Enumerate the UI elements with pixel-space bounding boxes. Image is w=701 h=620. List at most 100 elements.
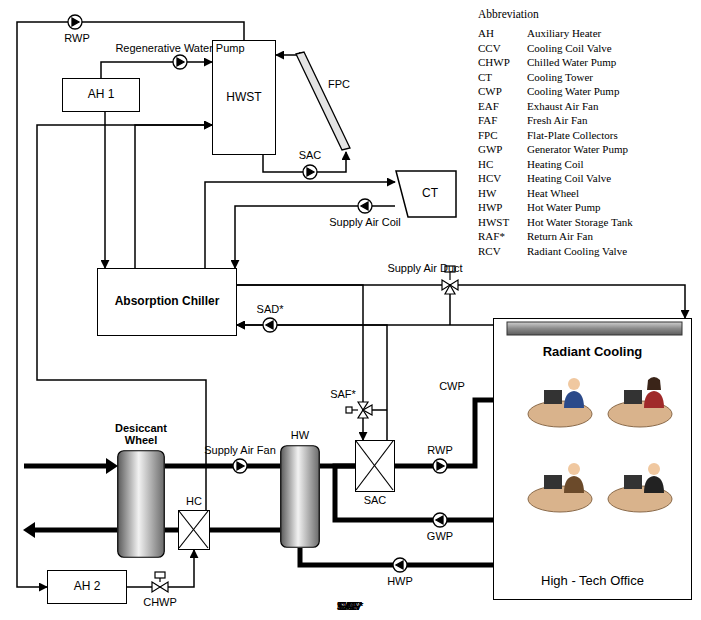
node-title: Desiccant Wheel xyxy=(106,422,176,447)
abbreviation-text: Hot Water Storage Tank xyxy=(527,216,633,229)
abbreviation-code: CHWP xyxy=(478,56,510,69)
abbreviation-text: Exhaust Air Fan xyxy=(527,100,599,113)
abbreviation-text: Heat Wheel xyxy=(527,187,579,200)
air-duct xyxy=(395,400,493,466)
wheel-body xyxy=(281,446,320,548)
air-inlet xyxy=(24,458,118,474)
fan-symbol xyxy=(433,513,447,527)
pump-symbol xyxy=(68,15,82,29)
component-label: RWP xyxy=(427,444,452,457)
air-outlet xyxy=(33,528,117,533)
node-title: HC xyxy=(186,495,202,508)
abbreviation-text: Heating Coil Valve xyxy=(527,172,611,185)
component-label: GWP xyxy=(427,530,453,543)
three-way-valve xyxy=(363,405,372,415)
tower-outline xyxy=(396,171,456,217)
node-title: HW xyxy=(291,429,309,442)
office-workers xyxy=(564,391,584,408)
office-workers xyxy=(528,463,592,512)
water-pipe xyxy=(237,285,685,318)
pump-symbol xyxy=(68,15,82,29)
node-shape xyxy=(292,52,382,152)
air-duct xyxy=(165,464,280,469)
fan-symbol xyxy=(233,459,447,572)
abbreviation-text: Cooling Water Pump xyxy=(527,85,619,98)
abbreviation-code: FPC xyxy=(478,129,498,142)
chiller-box: Absorption Chiller xyxy=(97,268,237,336)
water-pipe xyxy=(235,206,395,268)
component-label: Regenerative Water Pump xyxy=(115,42,244,55)
cooling-tower: CT xyxy=(395,170,457,218)
office-workers xyxy=(568,463,580,475)
component-label: SAC xyxy=(299,149,322,162)
solar-collector: FPC xyxy=(292,52,382,152)
three-way-valve xyxy=(352,409,358,410)
pump-symbol xyxy=(173,55,187,69)
fan-symbol xyxy=(233,459,247,473)
node-title: Radiant Cooling xyxy=(543,345,643,360)
radiant-panel xyxy=(507,322,682,335)
air-inlet xyxy=(106,458,118,474)
office-workers xyxy=(608,377,672,427)
office-workers xyxy=(544,475,562,489)
component-label: SAD* xyxy=(257,303,284,316)
abbreviation-text: Auxiliary Heater xyxy=(527,27,601,40)
abbreviation-text: Generator Water Pump xyxy=(527,143,628,156)
abbreviation-text: Chilled Water Pump xyxy=(527,56,616,69)
component-label: CHWP xyxy=(143,596,177,609)
coil-cross xyxy=(356,441,393,490)
office-workers xyxy=(528,377,672,512)
abbreviation-text: Fresh Air Fan xyxy=(527,114,588,127)
abbreviation-code: CT xyxy=(478,71,492,84)
office-workers xyxy=(608,463,672,512)
abbreviation-text: Radiant Cooling Valve xyxy=(527,245,627,258)
air-outlet xyxy=(23,522,35,538)
abbreviation-code: RAF* xyxy=(478,230,505,243)
pump-symbol xyxy=(307,168,314,176)
wheel-body xyxy=(118,451,165,558)
pump-symbol xyxy=(303,165,317,179)
pump-symbol xyxy=(177,58,184,66)
abbreviation-code: HC xyxy=(478,158,493,171)
node-caption: High - Tech Office xyxy=(541,574,644,589)
node-title: SAC xyxy=(364,494,387,507)
coil-cross xyxy=(356,441,393,490)
three-way-valve xyxy=(445,285,455,294)
water-pipe xyxy=(101,62,212,78)
fan-symbol xyxy=(396,561,403,569)
node-shape xyxy=(356,441,393,490)
node-title: AH 2 xyxy=(74,580,101,594)
abbreviation-text: Flat-Plate Collectors xyxy=(527,129,618,142)
air-duct xyxy=(165,528,178,533)
office-workers xyxy=(648,378,660,390)
pump-symbol xyxy=(173,55,187,69)
node-title: AH 1 xyxy=(88,88,115,102)
pump-symbol xyxy=(72,18,79,26)
component-label: HCV xyxy=(338,600,361,613)
abbreviation-text: Return Air Fan xyxy=(527,230,593,243)
node-title: CT xyxy=(422,187,438,201)
desiccant-wheel: Desiccant Wheel xyxy=(117,450,165,558)
abbreviation-code: HWST xyxy=(478,216,509,229)
component-label: Supply Air Coil xyxy=(329,216,401,229)
water-pipe xyxy=(237,285,363,440)
pump-symbol xyxy=(358,199,372,213)
pump-symbol xyxy=(263,318,277,332)
fan-symbol xyxy=(433,513,447,527)
component-label: RWP xyxy=(64,32,89,45)
fan-symbol xyxy=(393,558,407,572)
coil-cross xyxy=(179,511,208,548)
pump-symbol xyxy=(303,165,317,179)
fan-symbol xyxy=(237,462,244,470)
node-title: Absorption Chiller xyxy=(115,295,220,309)
heater-box: AH 1 xyxy=(62,78,140,112)
node-shape xyxy=(179,511,208,548)
coil-cross xyxy=(179,511,208,548)
fan-symbol xyxy=(433,459,447,473)
office-room: Radiant CoolingHigh - Tech Office xyxy=(493,318,692,600)
office-workers xyxy=(648,463,660,475)
node-shape xyxy=(280,445,320,548)
abbreviation-code: AH xyxy=(478,27,494,40)
bypass-pipe xyxy=(363,285,450,410)
air-inlet xyxy=(24,464,108,469)
